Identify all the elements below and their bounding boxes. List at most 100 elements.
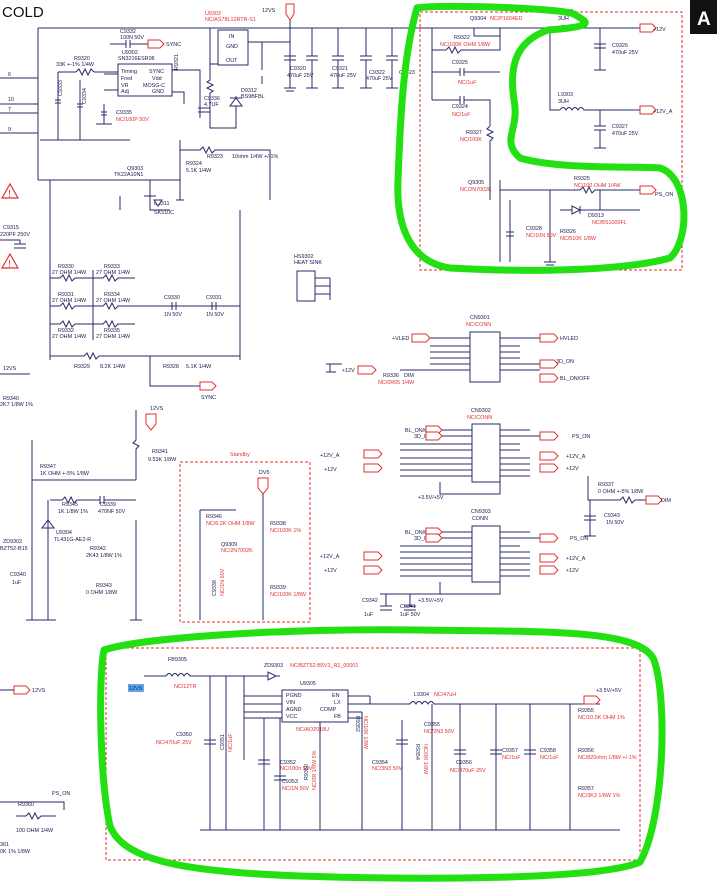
d9313-diode [571,205,582,215]
ps-on-flag-cn9303 [539,533,559,543]
u9302-pin: Vdd [152,76,162,82]
zd9302-value: BZT52-B15 [0,546,28,552]
r9335-ref: R9335 [104,328,120,334]
u9305-pin: VIN [286,700,295,706]
cn9301-ref: CN9301 [470,315,490,321]
r9334-value: 27 OHM 1/4W [96,298,131,304]
v12a-flag-cn9303 [363,551,383,561]
corner-tab [690,0,717,34]
fb9305-value: NC/12TR [174,684,197,690]
r9323-value: 10ohm 1/4W +/-1% [232,154,278,160]
l9302-value: 3UH [558,16,569,22]
c9343-value: 1N 50V [606,520,624,526]
r9361-ref: 361 [0,842,9,848]
net-sync-top: SYNC [166,42,181,48]
u9302-chip [117,63,173,97]
c9335-ref: C9335 [116,110,132,116]
net-dim-cn9301: DIM [404,373,414,379]
r9355-ref: R9355 [578,708,594,714]
c9331-value: 1N 50V [206,312,224,318]
c9351-ref: C9351 [220,734,226,750]
hvled-flag [539,333,559,343]
u9302-pin: SYNC [149,69,164,75]
u9302-pin: Timing [121,69,137,75]
net-12vs-badge: 12VS [129,686,143,692]
u9302-value: SN3216ESR08 [118,56,155,62]
r9345-value: 1K 1/8W 1% [58,509,88,515]
net-12v-cn9302-left: +12V [324,467,337,473]
q9304-value: NC/P1604ED [490,16,522,22]
net-35v-buck: +3.5V/+5V [596,688,622,694]
svg-text:!: ! [8,259,11,270]
c9320-ref: C9320 [290,66,306,72]
c9352-value: NC/100n 50V [280,766,313,772]
net-ps-on-bottom: PS_ON [52,791,70,797]
r9346-value: NC/6.2K OHM 1/8W [206,521,255,527]
q9303-ref: Q9303 [127,166,143,172]
r9333-ref: R9333 [104,264,120,270]
net-12va-top: +12V_A [653,109,673,115]
l9303-ref: L9303 [558,92,573,98]
r9330-value: 27 OHM 1/4W [52,270,87,276]
sync-flag-bottom [199,381,217,391]
c9326-value: 470uF 25V [612,50,639,56]
r9354-value: NC/0R 1/8W [422,744,428,775]
buck-frame [105,647,641,861]
r9360-value: 100 OHM 1/4W [16,828,54,834]
r9350-value: NC/0R 1/8W 5% [312,750,318,790]
net-12v-cn9301: +12V [342,368,355,374]
r9341-ref: R9341 [152,449,168,455]
cn9302-ref: CN9302 [471,408,491,414]
u9305-pin: LX [334,700,341,706]
r9354-ref: R9354 [414,744,420,760]
c9324-value: NC/1uF [452,112,471,118]
r9338-ref: R9338 [270,521,286,527]
dim-flag [645,495,663,505]
c9336-ref: C9336 [204,96,220,102]
r9326-ref: R9326 [560,229,576,235]
u9302-ref: U9302 [122,50,138,56]
net-12va-cn9303-left: +12V_A [320,554,340,560]
c9325-value: NC/1uF [458,80,477,86]
c9342-ref: C9342 [362,598,378,604]
r9322-value: NC/100K OHM 1/8W [440,42,491,48]
r9340-ref: R9340 [3,396,19,402]
warning-icon [0,252,20,269]
r9327-ref: R9327 [466,130,482,136]
c9354-ref: C9354 [372,760,388,766]
c9338-ref: C9338 [212,580,218,596]
net-dim-right: DIM [661,498,671,504]
r9321-ref: R9321 [174,54,180,70]
v12-flag-cn9303-r [539,565,559,575]
c9321-ref: C9321 [332,66,348,72]
r9330-ref: R9330 [58,264,74,270]
u9303-pin: IN [229,34,234,40]
c9357-ref: C9357 [502,748,518,754]
d9312-value: BS9BFBL [241,94,265,100]
c9340-value: 1uF [12,580,22,586]
r9342-value: 2K43 1/8W 1% [86,553,122,559]
r9350-ref: R9350 [304,764,310,780]
v12s-flag-left [13,685,31,695]
d3-on-flag-cn9303 [425,533,443,543]
r9356-value: NC/820ohm 1/8W +/-1% [578,755,637,761]
r9324-value: 5.1K 1/4W [186,168,212,174]
d9312-ref: D9312 [241,88,257,94]
zd9303-value: NC/BZT52-B5V1_R1_00001 [290,663,358,669]
v12-flag-cn9303 [363,565,383,575]
d9312-diode [229,97,243,107]
l9304-value: NC/47uH [434,692,456,698]
r9336-ref: R9336 [383,373,399,379]
c9343-ref: C9343 [604,513,620,519]
r9338-value: NC/100K 1% [270,528,301,534]
d9311-ref: D9311 [154,201,169,207]
net-bl-onoff-cn9303: BL_ON/OFF [405,530,436,536]
c9334-ref: C9334 [82,88,88,104]
c9327-value: 470uF 25V [612,131,639,137]
u9302-pin: MOSG-C [143,83,165,89]
hs9302-ref: HS9302 [294,254,313,260]
u9303-chip [217,29,249,66]
r9343-value: 0 OHM 1/8W [86,590,118,596]
r9355-value: NC/10.5K OHM 1% [578,715,625,721]
u9305-pin: COMP [320,707,337,713]
